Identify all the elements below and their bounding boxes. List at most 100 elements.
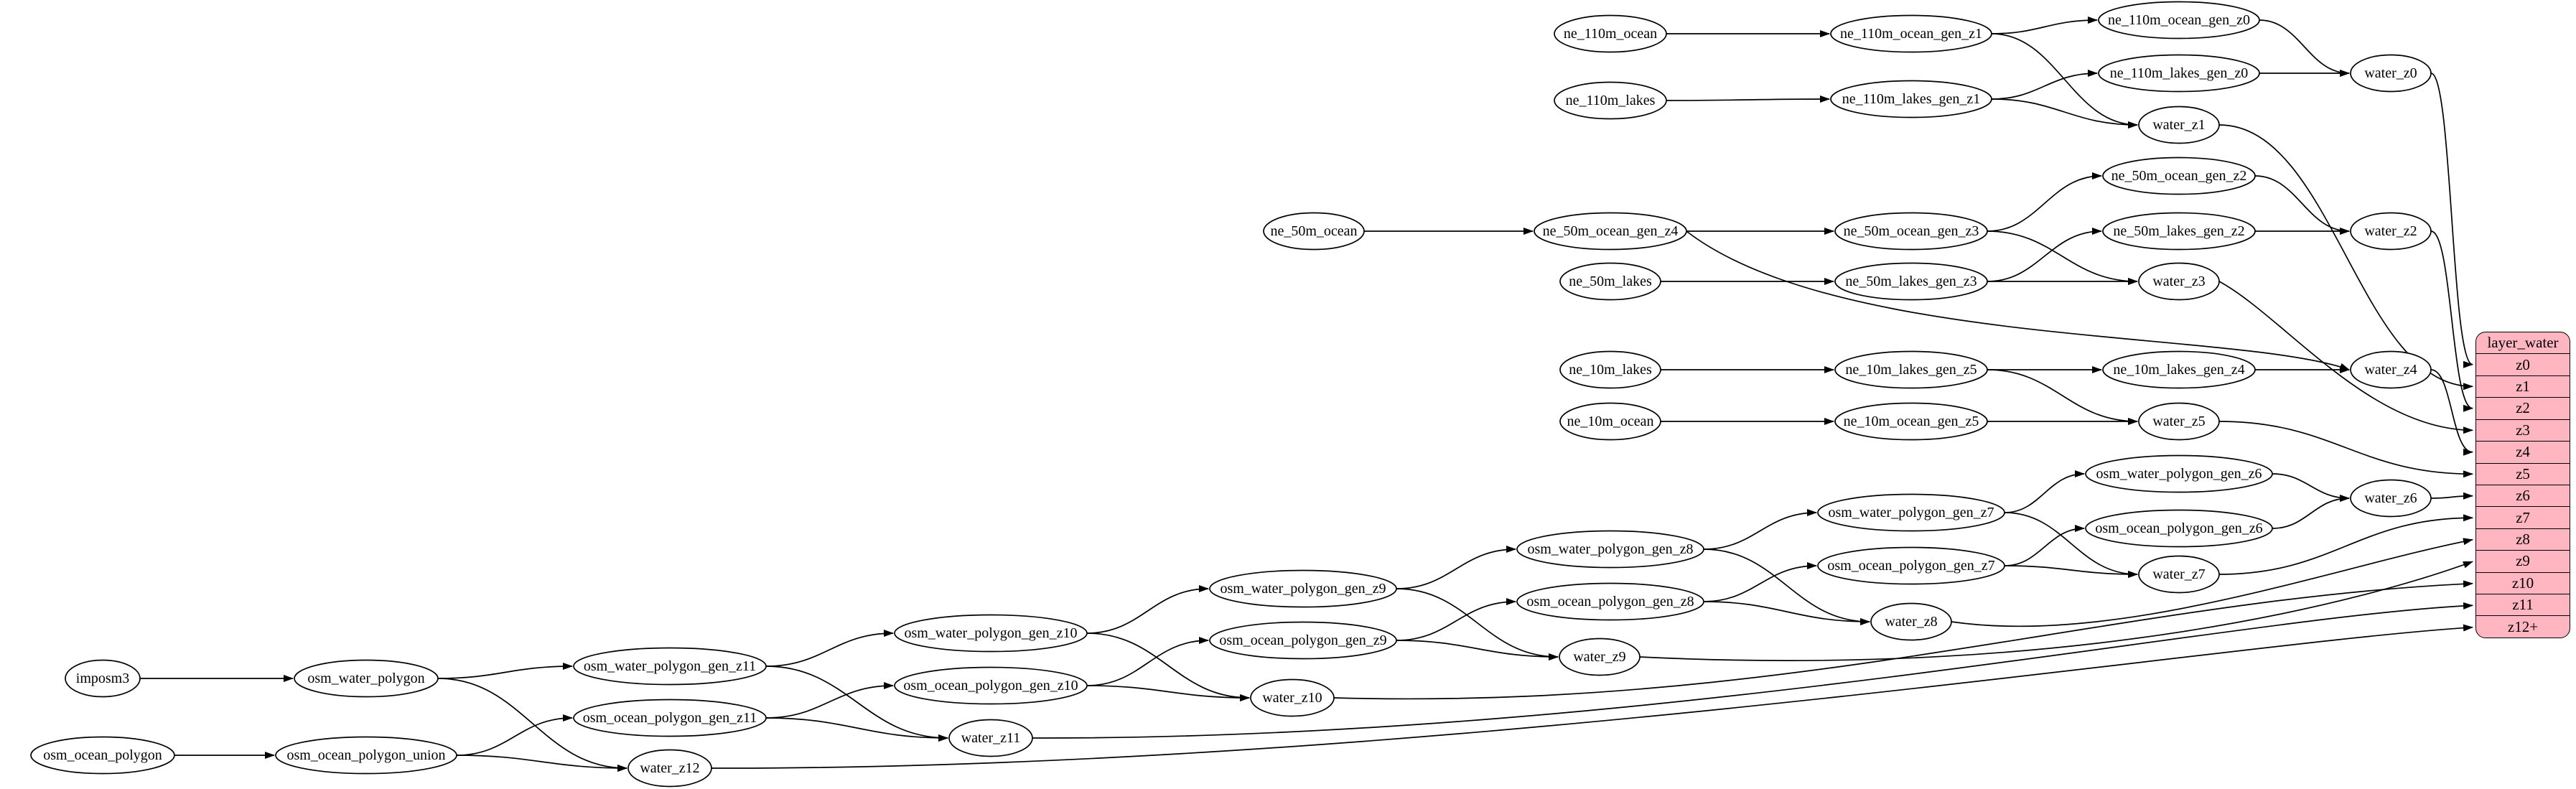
edge-osm_ocean_polygon_gen_z7-to-osm_ocean_polygon_gen_z6 <box>2004 525 2085 566</box>
node-label-osm_water_polygon_gen_z11: osm_water_polygon_gen_z11 <box>584 658 756 674</box>
node-label-osm_water_polygon: osm_water_polygon <box>307 671 424 686</box>
layer-water-row-z7: z7 <box>2476 506 2570 528</box>
node-label-ne_110m_lakes: ne_110m_lakes <box>1566 93 1656 108</box>
node-ellipse-ne_110m_lakes <box>1554 81 1667 120</box>
layer-water-row-z5: z5 <box>2476 462 2570 485</box>
edge-ne_110m_ocean_gen_z0-to-water_z0 <box>2259 19 2350 77</box>
node-ellipse-water_z7 <box>2138 555 2220 594</box>
node-label-osm_ocean_polygon_gen_z9: osm_ocean_polygon_gen_z9 <box>1219 632 1386 648</box>
node-label-ne_50m_lakes: ne_50m_lakes <box>1569 274 1652 289</box>
node-osm_ocean_polygon_gen_z9: osm_ocean_polygon_gen_z9 <box>1209 621 1397 660</box>
layer-water-row-z11: z11 <box>2476 594 2570 615</box>
node-ne_50m_ocean: ne_50m_ocean <box>1263 212 1365 251</box>
node-ellipse-osm_water_polygon <box>294 659 439 698</box>
edge-ne_50m_ocean_gen_z2-to-water_z2 <box>2254 175 2350 235</box>
node-label-osm_ocean_polygon_gen_z10: osm_ocean_polygon_gen_z10 <box>903 678 1078 694</box>
node-label-ne_50m_ocean_gen_z3: ne_50m_ocean_gen_z3 <box>1844 223 1979 239</box>
edge-water_z3-to-layer_water.z3 <box>2218 281 2473 434</box>
node-water_z7: water_z7 <box>2138 555 2220 594</box>
node-osm_water_polygon_gen_z11: osm_water_polygon_gen_z11 <box>573 647 767 686</box>
edge-osm_water_polygon_gen_z11-to-water_z11 <box>765 666 948 742</box>
node-osm_water_polygon_gen_z8: osm_water_polygon_gen_z8 <box>1516 530 1704 569</box>
edge-osm_ocean_polygon_gen_z6-to-water_z6 <box>2272 495 2350 529</box>
edge-osm_ocean_polygon_gen_z9-to-water_z9 <box>1396 640 1559 660</box>
node-label-water_z2: water_z2 <box>2364 223 2417 239</box>
node-ellipse-water_z10 <box>1250 678 1335 717</box>
layer-water-row-z8: z8 <box>2476 528 2570 550</box>
node-ellipse-water_z12 <box>627 749 712 788</box>
edge-water_z1-to-layer_water.z1 <box>2218 124 2473 391</box>
node-label-water_z3: water_z3 <box>2152 274 2205 289</box>
node-ellipse-ne_50m_ocean <box>1263 212 1365 251</box>
node-ellipse-ne_50m_lakes <box>1559 262 1661 301</box>
edge-osm_water_polygon_gen_z8-to-osm_water_polygon_gen_z7 <box>1703 509 1817 550</box>
node-osm_ocean_polygon_gen_z11: osm_ocean_polygon_gen_z11 <box>573 699 767 737</box>
node-ellipse-ne_50m_lakes_gen_z3 <box>1834 262 1988 301</box>
node-label-ne_110m_ocean_gen_z0: ne_110m_ocean_gen_z0 <box>2108 12 2250 28</box>
node-ellipse-ne_110m_lakes_gen_z0 <box>2098 54 2260 93</box>
node-osm_water_polygon_gen_z6: osm_water_polygon_gen_z6 <box>2085 454 2273 493</box>
node-label-ne_110m_ocean_gen_z1: ne_110m_ocean_gen_z1 <box>1840 26 1982 42</box>
node-label-osm_ocean_polygon_gen_z8: osm_ocean_polygon_gen_z8 <box>1526 594 1694 610</box>
node-ne_50m_lakes: ne_50m_lakes <box>1559 262 1661 301</box>
node-ellipse-osm_water_polygon_gen_z10 <box>894 614 1088 653</box>
edge-water_z6-to-layer_water.z6 <box>2430 492 2473 500</box>
node-label-osm_ocean_polygon_gen_z6: osm_ocean_polygon_gen_z6 <box>2095 520 2262 536</box>
edge-ne_50m_ocean_gen_z4-to-water_z4 <box>1686 230 2350 370</box>
node-label-ne_10m_lakes_gen_z5: ne_10m_lakes_gen_z5 <box>1845 362 1977 378</box>
node-ellipse-osm_ocean_polygon_gen_z9 <box>1209 621 1397 660</box>
node-water_z5: water_z5 <box>2138 402 2220 441</box>
edge-water_z2-to-layer_water.z2 <box>2430 230 2473 412</box>
node-label-osm_water_polygon_gen_z9: osm_water_polygon_gen_z9 <box>1220 581 1386 597</box>
node-label-water_z4: water_z4 <box>2364 362 2417 378</box>
node-ellipse-ne_10m_ocean_gen_z5 <box>1834 402 1988 441</box>
node-water_z8: water_z8 <box>1870 602 1952 641</box>
layer-water-row-z3: z3 <box>2476 419 2570 441</box>
node-ne_110m_ocean_gen_z0: ne_110m_ocean_gen_z0 <box>2098 1 2260 39</box>
edge-osm_water_polygon_gen_z11-to-osm_water_polygon_gen_z10 <box>765 630 894 667</box>
node-label-ne_10m_lakes: ne_10m_lakes <box>1569 362 1652 378</box>
node-label-osm_water_polygon_gen_z7: osm_water_polygon_gen_z7 <box>1828 505 1994 520</box>
node-label-water_z8: water_z8 <box>1885 614 1937 630</box>
node-label-ne_50m_ocean: ne_50m_ocean <box>1270 223 1357 239</box>
edge-osm_ocean_polygon_union-to-water_z12 <box>456 755 627 772</box>
node-osm_water_polygon_gen_z9: osm_water_polygon_gen_z9 <box>1209 569 1397 608</box>
node-label-water_z9: water_z9 <box>1573 649 1625 665</box>
node-osm_water_polygon_gen_z7: osm_water_polygon_gen_z7 <box>1817 493 2005 532</box>
node-label-ne_50m_ocean_gen_z4: ne_50m_ocean_gen_z4 <box>1543 223 1679 239</box>
edge-ne_110m_ocean_gen_z1-to-water_z1 <box>1991 33 2138 129</box>
node-imposm3: imposm3 <box>65 659 141 698</box>
edge-osm_ocean_polygon_gen_z8-to-water_z8 <box>1703 601 1870 625</box>
edge-water_z9-to-layer_water.z9 <box>1639 561 2473 661</box>
edge-osm_water_polygon_gen_z8-to-water_z8 <box>1703 548 1870 625</box>
edge-water_z5-to-layer_water.z5 <box>2218 421 2473 478</box>
node-ne_50m_ocean_gen_z2: ne_50m_ocean_gen_z2 <box>2102 157 2256 195</box>
node-label-water_z10: water_z10 <box>1262 690 1322 706</box>
edge-water_z0-to-layer_water.z0 <box>2430 73 2473 368</box>
node-label-water_z6: water_z6 <box>2364 490 2417 506</box>
edges-layer <box>139 17 2473 772</box>
node-ellipse-osm_water_polygon_gen_z6 <box>2085 454 2273 493</box>
node-ellipse-imposm3 <box>65 659 141 698</box>
node-ellipse-ne_110m_ocean_gen_z1 <box>1830 14 1992 53</box>
edge-water_z10-to-layer_water.z10 <box>1333 580 2473 700</box>
node-water_z9: water_z9 <box>1559 638 1641 676</box>
node-ne_110m_lakes_gen_z0: ne_110m_lakes_gen_z0 <box>2098 54 2260 93</box>
layer-water-row-z2: z2 <box>2476 397 2570 419</box>
edge-ne_110m_lakes-to-ne_110m_lakes_gen_z1 <box>1666 95 1830 103</box>
edge-osm_water_polygon_gen_z10-to-water_z10 <box>1086 632 1250 701</box>
node-water_z11: water_z11 <box>948 719 1033 757</box>
node-ellipse-ne_110m_ocean <box>1554 14 1667 53</box>
layer-water-title: layer_water <box>2487 334 2559 352</box>
node-ne_50m_lakes_gen_z3: ne_50m_lakes_gen_z3 <box>1834 262 1988 301</box>
edge-ne_50m_lakes_gen_z3-to-ne_50m_lakes_gen_z2 <box>1987 228 2102 282</box>
node-water_z10: water_z10 <box>1250 678 1335 717</box>
layer-water-row-z9: z9 <box>2476 550 2570 571</box>
node-ellipse-osm_ocean_polygon_gen_z6 <box>2085 509 2273 548</box>
edge-osm_ocean_polygon_gen_z10-to-osm_ocean_polygon_gen_z9 <box>1086 637 1209 686</box>
node-ne_50m_lakes_gen_z2: ne_50m_lakes_gen_z2 <box>2102 212 2256 251</box>
node-osm_ocean_polygon_union: osm_ocean_polygon_union <box>275 736 457 775</box>
